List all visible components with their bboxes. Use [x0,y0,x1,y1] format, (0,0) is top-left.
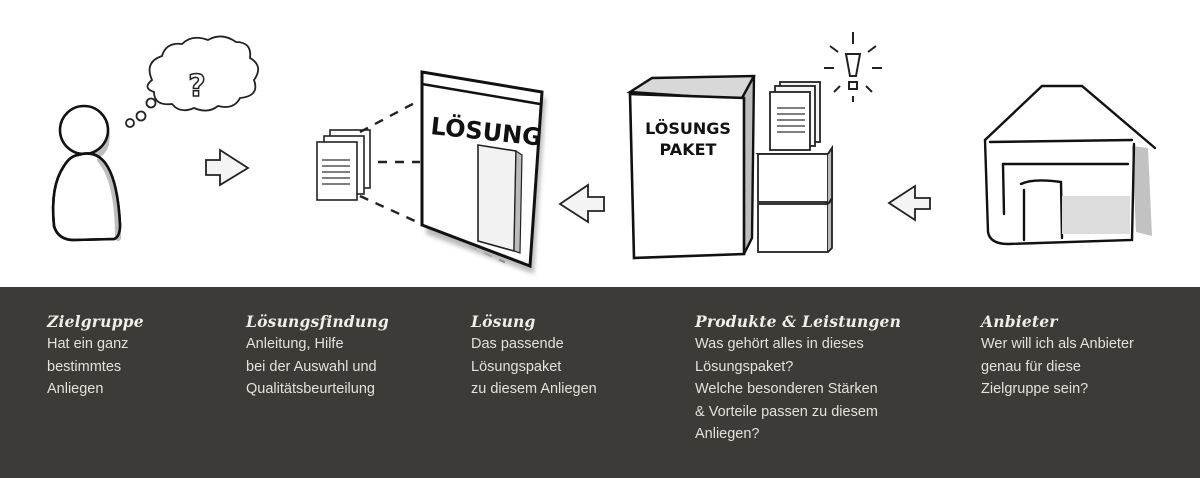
arrow-left-icon [887,184,931,222]
column-body: Anleitung, Hilfe bei der Auswahl und Qua… [246,336,377,397]
house-icon [983,84,1157,246]
column-loesungsfindung: Lösungsfindung Anleitung, Hilfe bei der … [246,311,456,401]
svg-text:?: ? [188,69,205,104]
documents-icon [316,129,371,201]
column-body: Hat ein ganz bestimmtes Anliegen [47,336,129,397]
process-illustration: ? LÖSUNG LÖSUNGS PAKET [51,32,1157,274]
column-title: Lösungsfindung [246,312,389,331]
arrow-right-icon [205,148,250,187]
column-body: Wer will ich als Anbieter genau für dies… [981,336,1134,397]
description-band: Zielgruppe Hat ein ganz bestimmtes Anlie… [0,287,1200,478]
column-title: Produkte & Leistungen [695,312,902,331]
boxes-icon [755,81,833,253]
column-produkte-leistungen: Produkte & Leistungen Was gehört alles i… [695,311,955,446]
svg-text:LÖSUNGS: LÖSUNGS [645,119,731,138]
column-zielgruppe: Zielgruppe Hat ein ganz bestimmtes Anlie… [47,311,227,401]
svg-text:PAKET: PAKET [660,140,717,159]
person-icon [51,104,122,242]
column-title: Zielgruppe [47,312,144,331]
column-loesung: Lösung Das passende Lösungspaket zu dies… [471,311,681,401]
solution-screen-icon: LÖSUNG [420,70,546,274]
column-anbieter: Anbieter Wer will ich als Anbieter genau… [981,311,1191,401]
column-title: Anbieter [981,312,1058,331]
column-body: Was gehört alles in dieses Lösungspaket?… [695,336,878,442]
column-title: Lösung [471,312,536,331]
solution-package-icon: LÖSUNGS PAKET [626,74,756,260]
column-body: Das passende Lösungspaket zu diesem Anli… [471,336,597,397]
thought-bubble-icon: ? [125,35,260,128]
arrow-left-icon [558,183,605,224]
idea-exclamation-icon [824,32,882,102]
